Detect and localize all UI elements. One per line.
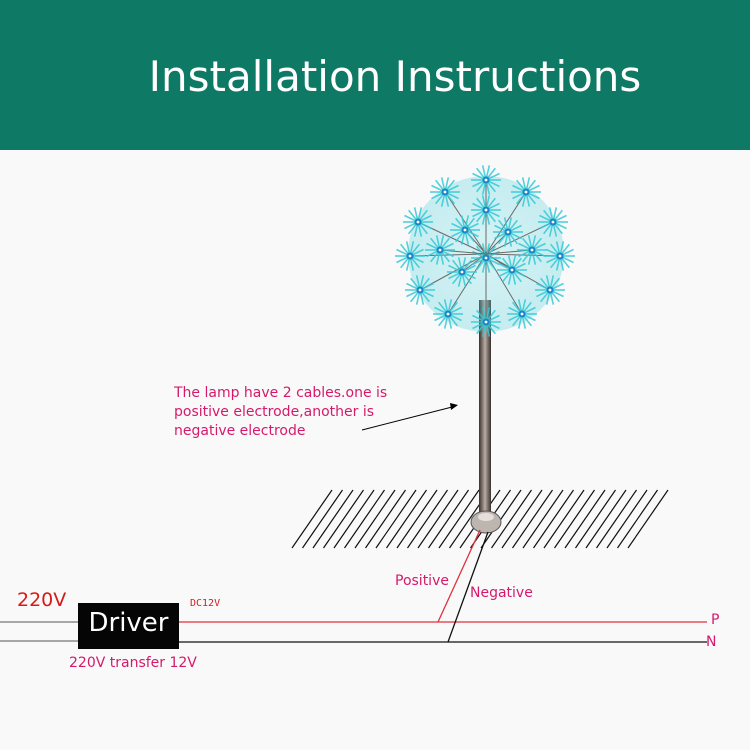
- driver-label: Driver: [88, 608, 169, 638]
- driver-caption: 220V transfer 12V: [69, 655, 197, 671]
- header-banner: [0, 0, 750, 150]
- driver-box: Driver: [78, 603, 179, 649]
- cable-note: The lamp have 2 cables.one is positive e…: [174, 385, 388, 439]
- n-line-label: N: [706, 634, 717, 650]
- ground-hatching: [291, 489, 669, 549]
- input-voltage-label: 220V: [17, 589, 67, 611]
- p-line-label: P: [711, 612, 720, 628]
- dandelion-lamp-head: [395, 165, 575, 337]
- lamp-pole: [479, 300, 491, 520]
- positive-cable: [437, 529, 481, 623]
- negative-cable: [447, 531, 489, 643]
- wiring-diagram: [0, 150, 750, 750]
- driver-output-label: DC12V: [190, 598, 221, 609]
- page-title: Installation Instructions: [148, 52, 642, 101]
- note-arrow: [361, 403, 458, 431]
- positive-label: Positive: [395, 573, 449, 589]
- negative-label: Negative: [470, 585, 533, 601]
